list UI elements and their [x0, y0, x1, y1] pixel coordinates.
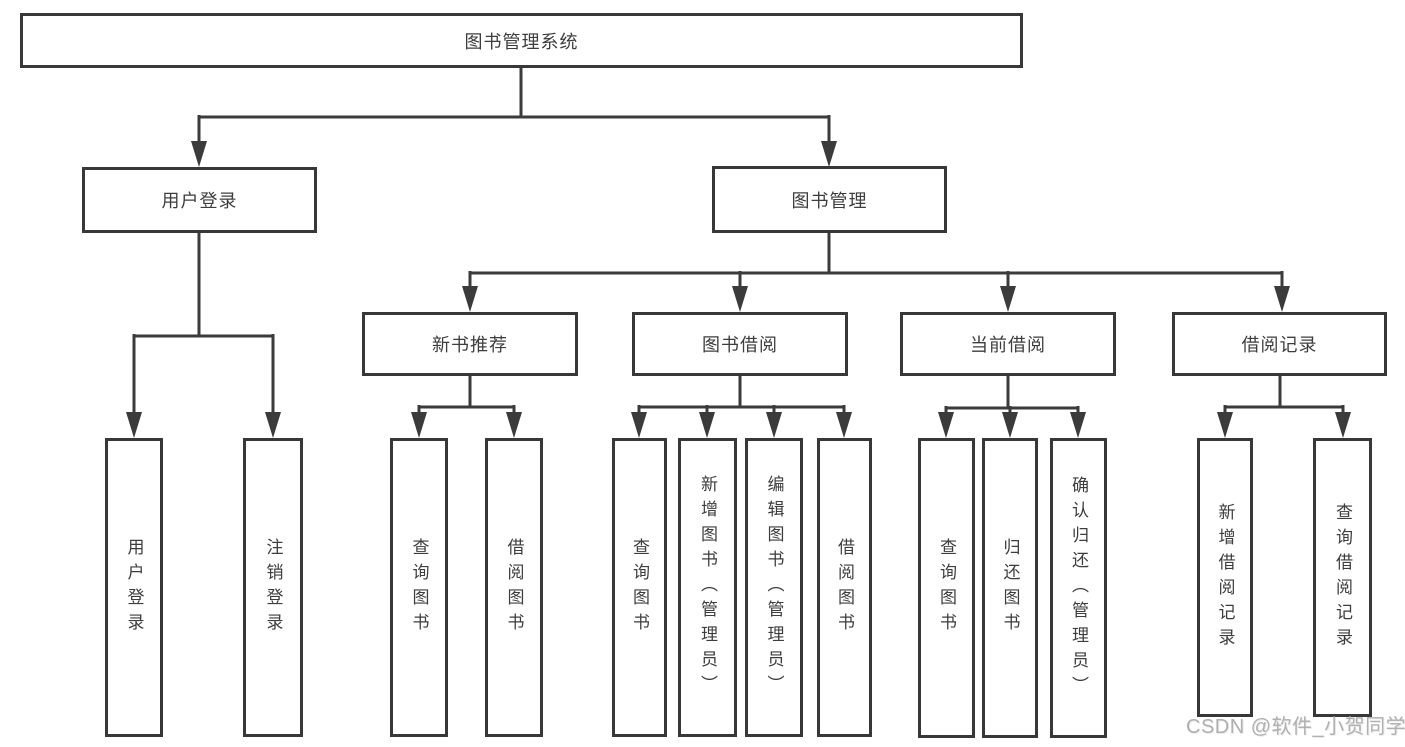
node-rec-query-book: 查询图书 [390, 438, 448, 737]
csdn-watermark: CSDN @软件_小贺同学 [1186, 716, 1405, 738]
node-borrow-records-label: 借阅记录 [1241, 335, 1318, 355]
node-bb-query-book: 查询图书 [612, 438, 667, 737]
node-root: 图书管理系统 [20, 13, 1023, 68]
node-cb-return-book-label: 归还图书 [1000, 538, 1020, 638]
node-user-login: 用户登录 [82, 167, 317, 233]
node-book-management: 图书管理 [712, 166, 947, 233]
node-book-management-label: 图书管理 [791, 190, 868, 211]
node-bb-edit-book: 编辑图书（管理员） [745, 438, 803, 737]
node-bb-add-book: 新增图书（管理员） [678, 438, 737, 737]
node-book-borrow: 图书借阅 [632, 312, 848, 376]
node-cb-query-book: 查询图书 [918, 438, 975, 738]
node-cb-confirm-return: 确认归还（管理员） [1050, 438, 1107, 738]
node-current-borrow: 当前借阅 [900, 312, 1116, 376]
node-cb-confirm-return-label: 确认归还（管理员） [1069, 475, 1088, 701]
node-br-add-record-label: 新增借阅记录 [1215, 502, 1235, 653]
node-cb-query-book-label: 查询图书 [937, 538, 956, 638]
node-br-add-record: 新增借阅记录 [1197, 438, 1253, 717]
node-bb-borrow-book-label: 借阅图书 [835, 537, 854, 638]
node-rec-borrow-book: 借阅图书 [485, 438, 543, 737]
node-cb-return-book: 归还图书 [982, 438, 1038, 738]
node-rec-borrow-book-label: 借阅图书 [504, 537, 524, 638]
node-user-login-label: 用户登录 [161, 191, 238, 211]
node-bb-edit-book-label: 编辑图书（管理员） [764, 475, 784, 700]
node-rec-query-book-label: 查询图书 [409, 537, 429, 638]
node-book-borrow-label: 图书借阅 [702, 335, 778, 355]
node-root-label: 图书管理系统 [464, 31, 579, 52]
node-bb-add-book-label: 新增图书（管理员） [698, 475, 717, 700]
node-leaf-user-login-label: 用户登录 [124, 537, 144, 638]
node-new-book-rec: 新书推荐 [362, 312, 578, 376]
node-bb-query-book-label: 查询图书 [630, 537, 649, 638]
node-new-book-rec-label: 新书推荐 [432, 335, 508, 355]
node-br-query-record: 查询借阅记录 [1313, 438, 1372, 717]
node-bb-borrow-book: 借阅图书 [817, 438, 872, 737]
node-current-borrow-label: 当前借阅 [970, 335, 1046, 355]
node-br-query-record-label: 查询借阅记录 [1333, 502, 1352, 653]
node-leaf-user-login: 用户登录 [105, 438, 163, 737]
node-borrow-records: 借阅记录 [1172, 312, 1387, 376]
node-leaf-logout: 注销登录 [243, 438, 303, 737]
node-leaf-logout-label: 注销登录 [263, 537, 283, 638]
